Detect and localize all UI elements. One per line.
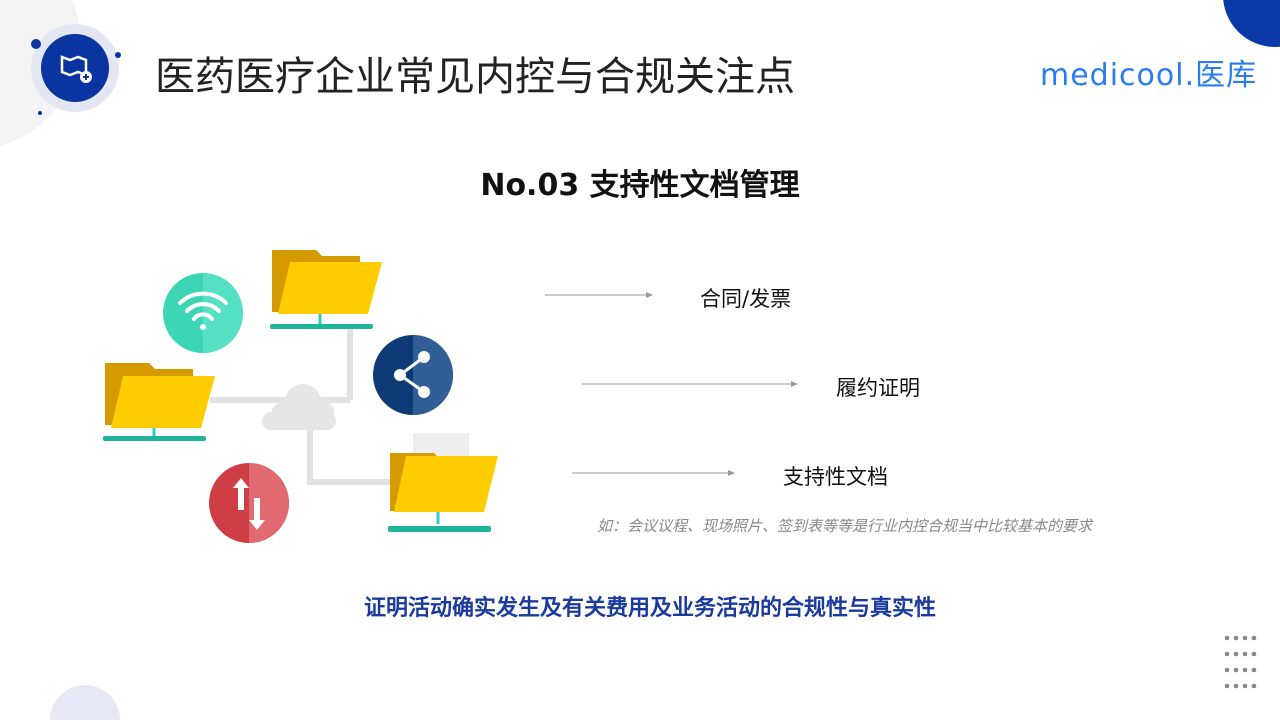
corner-circle <box>1223 0 1280 47</box>
arrows <box>545 292 798 476</box>
item-label-contract: 合同/发票 <box>700 287 792 311</box>
network-illustration <box>103 250 498 543</box>
wifi-icon <box>163 273 243 353</box>
slide-subtitle: No.03 支持性文档管理 <box>480 168 800 203</box>
bottom-circle <box>50 685 120 720</box>
dot-grid <box>1224 635 1257 689</box>
share-icon <box>373 335 453 415</box>
transfer-arrows-icon <box>209 463 289 543</box>
medicool-logo: medicool.医库 <box>1040 58 1258 93</box>
cloud-icon <box>262 384 336 430</box>
item-label-supporting-docs: 支持性文档 <box>783 465 888 489</box>
folder-icon <box>103 363 215 441</box>
summary-text: 证明活动确实发生及有关费用及业务活动的合规性与真实性 <box>363 596 936 621</box>
page-title: 医药医疗企业常见内控与合规关注点 <box>155 54 795 100</box>
item-label-performance: 履约证明 <box>836 376 920 400</box>
example-note: 如：会议议程、现场照片、签到表等等是行业内控合规当中比较基本的要求 <box>597 517 1093 535</box>
folder-icon <box>388 433 498 532</box>
folder-icon <box>270 250 382 329</box>
section-icon <box>31 24 121 115</box>
